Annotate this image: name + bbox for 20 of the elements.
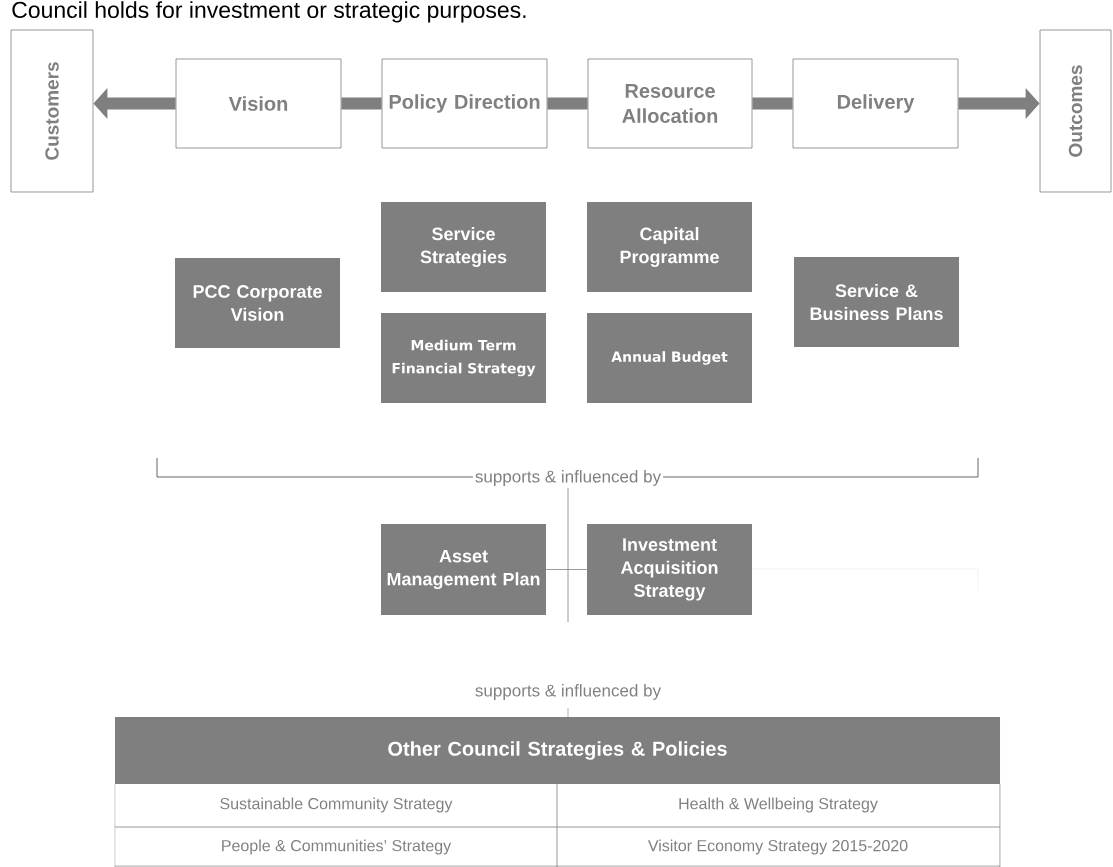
stage-box: Delivery — [792, 58, 959, 149]
plan-box: Service & Business Plans — [794, 257, 959, 347]
plan-box: Service Strategies — [381, 202, 546, 292]
plan-box: PCC Corporate Vision — [175, 258, 340, 348]
stage-box: Vision — [175, 58, 342, 149]
stage-box: Resource Allocation — [587, 58, 753, 149]
plan-box: Annual Budget — [587, 313, 752, 403]
end-box: Customers — [10, 29, 94, 193]
plan-box: Medium Term Financial Strategy — [381, 313, 546, 403]
table-header: Other Council Strategies & Policies — [115, 717, 1000, 784]
bracket-label: supports & influenced by — [472, 682, 664, 702]
table-cell: Visitor Economy Strategy 2015-2020 — [647, 839, 908, 855]
table-cell: People & Communities’ Strategy — [222, 839, 452, 855]
bracket-label: supports & influenced by — [472, 468, 664, 488]
plan-box: Investment Acquisition Strategy — [587, 524, 752, 615]
plan-box: Asset Management Plan — [381, 524, 546, 615]
heading-text: Council holds for investment or strategic purposes. — [12, 1, 526, 23]
stage-box: Policy Direction — [381, 58, 548, 149]
plan-box: Capital Programme — [587, 202, 752, 292]
end-box: Outcomes — [1039, 29, 1112, 193]
